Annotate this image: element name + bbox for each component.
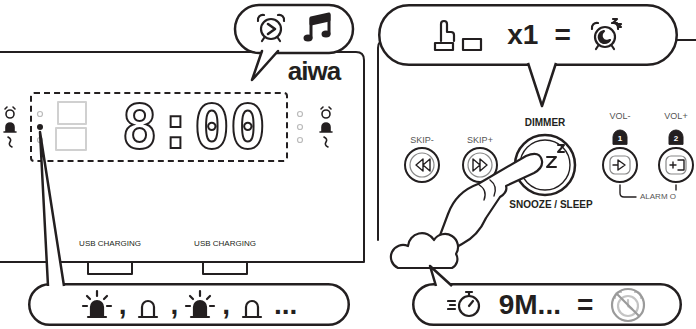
icon-stroke xyxy=(596,46,614,49)
icon-stroke xyxy=(83,291,111,306)
status-icons xyxy=(4,107,16,147)
sleeve xyxy=(391,233,458,268)
callout-text: 9M... xyxy=(499,291,561,319)
icon-stroke xyxy=(617,294,639,316)
bracket-line xyxy=(675,185,676,190)
button-label: ALARM O xyxy=(640,193,676,201)
alarm-clock-icon xyxy=(258,15,284,41)
bubble-outline xyxy=(413,284,681,325)
indicator xyxy=(38,112,43,117)
callout-bubble: ,,,... xyxy=(28,283,350,326)
icon-stroke xyxy=(441,21,454,41)
callout-text: , xyxy=(222,291,230,319)
alarm-dome xyxy=(613,130,627,144)
icon-stroke xyxy=(612,289,644,321)
indicator xyxy=(298,112,303,117)
port-label: USB CHARGING xyxy=(79,240,141,248)
icon-stroke xyxy=(246,301,258,317)
callout-text: , xyxy=(170,291,178,319)
callout-text: , xyxy=(119,291,127,319)
button-label: DIMMER xyxy=(525,118,566,128)
indicator-lit xyxy=(37,124,43,130)
button-label: VOL+ xyxy=(664,112,687,121)
callout-text: ... xyxy=(274,291,297,319)
callout-text: = xyxy=(577,291,593,319)
bubble-tail xyxy=(430,266,452,286)
status-icons xyxy=(320,107,332,147)
callout-text: x1 xyxy=(507,21,538,49)
moon-icon xyxy=(587,17,623,53)
button-label: SNOOZE / SLEEP xyxy=(509,200,592,210)
bell-icon xyxy=(132,288,164,322)
display-window: 8:00 xyxy=(30,92,288,162)
display-digits: 8:00 xyxy=(122,97,267,157)
volume-up-button xyxy=(659,148,693,182)
icon-stroke xyxy=(191,315,209,317)
alarm-number: 1 xyxy=(618,135,622,143)
icon-stroke xyxy=(469,301,473,306)
ghost-digit xyxy=(56,102,86,150)
icon-stroke xyxy=(194,301,206,316)
callout-bubble: 9M... = xyxy=(412,283,682,326)
icon-stroke xyxy=(463,39,481,50)
blink-icon xyxy=(184,288,216,322)
icon-stroke xyxy=(88,315,106,317)
bubble-tail xyxy=(40,132,64,286)
bubble-content: 9M... = xyxy=(412,283,682,326)
callout-text: = xyxy=(554,21,570,49)
bubble-outline xyxy=(379,5,677,65)
bubble-outline xyxy=(29,284,349,325)
indicator xyxy=(298,138,303,143)
music-note-icon xyxy=(304,14,331,42)
bubble-tail xyxy=(528,63,556,106)
indicator xyxy=(298,125,303,130)
bell-icon xyxy=(236,288,268,322)
skip-back-button xyxy=(405,148,439,182)
icon-stroke xyxy=(91,301,103,316)
alarm-dome xyxy=(669,130,683,144)
icon-stroke xyxy=(459,296,479,316)
alarm-number: 2 xyxy=(674,135,678,143)
bubble-content: 8:00 xyxy=(32,94,286,160)
noclock-icon xyxy=(609,286,647,324)
button-label: SKIP- xyxy=(410,136,434,145)
button-label: VOL- xyxy=(609,112,630,121)
blink-icon xyxy=(81,288,113,322)
hand-knuckle xyxy=(478,180,495,200)
usb-port xyxy=(88,262,132,274)
brand-logo: aiwa xyxy=(288,58,340,84)
callout-bubble: x1 = xyxy=(378,4,678,66)
bubble-content: x1 = xyxy=(378,4,678,66)
icon-stroke xyxy=(599,31,610,43)
press-icon xyxy=(433,17,491,53)
icon-stroke xyxy=(139,315,157,317)
button-label: SKIP+ xyxy=(467,136,493,145)
stopwatch-icon xyxy=(447,287,483,323)
bubble-content: ,,,... xyxy=(28,283,350,326)
icon-stroke xyxy=(466,292,472,296)
port-label: USB CHARGING xyxy=(194,240,256,248)
icon-stroke xyxy=(448,301,455,309)
icon-stroke xyxy=(613,19,621,27)
icon-stroke xyxy=(186,291,214,306)
volume-down-button xyxy=(603,148,637,182)
icon-stroke xyxy=(243,315,261,317)
button-panel xyxy=(378,40,696,240)
icon-stroke xyxy=(142,301,154,317)
usb-port xyxy=(203,262,247,274)
icon-stroke xyxy=(595,27,615,47)
bracket-line xyxy=(620,185,636,197)
icon-stroke xyxy=(435,43,453,50)
